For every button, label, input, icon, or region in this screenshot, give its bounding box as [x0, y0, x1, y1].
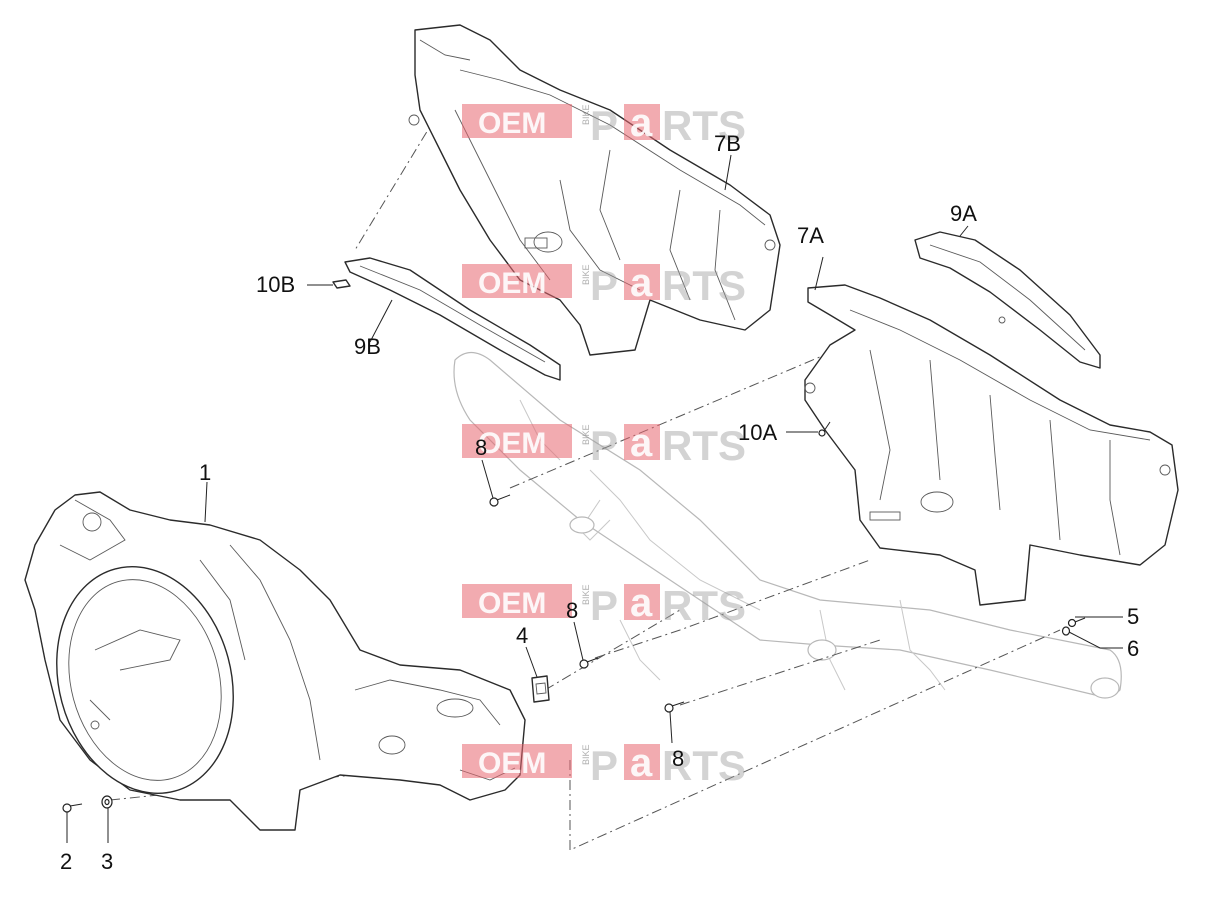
screw-2 — [62, 803, 83, 813]
callout-8-lower: 8 — [672, 746, 684, 771]
watermark-rts-text: RTS — [662, 262, 746, 309]
screw-8-lower — [664, 701, 685, 713]
watermark-oem-text: OEM — [478, 587, 546, 620]
watermark-bike-text: BIKE — [581, 424, 591, 445]
watermark-4: OEM BIKE P a RTS — [462, 581, 746, 629]
watermark-a-text: a — [630, 101, 653, 145]
watermark-a-text: a — [630, 741, 653, 785]
part-9b-trim-left — [344, 257, 561, 381]
screw-8-upper — [489, 494, 511, 507]
screw-10a — [818, 421, 831, 437]
part-1-handlebar-cover — [24, 491, 526, 831]
callout-8-upper: 8 — [475, 435, 487, 460]
watermark-oem-text: OEM — [478, 427, 546, 460]
part-4-speed-nut — [531, 675, 550, 703]
callout-2: 2 — [60, 849, 72, 874]
watermark-rts-text: RTS — [662, 742, 746, 789]
handlebar-frame-ghost — [453, 351, 1122, 699]
watermark-oem-text: OEM — [478, 267, 546, 300]
watermark-p-text: P — [590, 582, 618, 629]
callout-9a: 9A — [950, 201, 977, 226]
callout-7b: 7B — [714, 131, 741, 156]
watermark-1: OEM BIKE P a RTS — [462, 101, 746, 149]
screw-5 — [1067, 617, 1086, 628]
part-10b-clip — [332, 279, 351, 289]
callout-10a: 10A — [738, 420, 777, 445]
watermark-bike-text: BIKE — [581, 104, 591, 125]
watermark-p-text: P — [590, 422, 618, 469]
watermark-p-text: P — [590, 262, 618, 309]
screw-8-middle — [579, 657, 599, 669]
watermark-p-text: P — [590, 102, 618, 149]
callout-10b: 10B — [256, 272, 295, 297]
watermark-bike-text: BIKE — [581, 744, 591, 765]
callout-5: 5 — [1127, 604, 1139, 629]
callout-9b: 9B — [354, 334, 381, 359]
watermark-bike-text: BIKE — [581, 584, 591, 605]
callout-leaders — [66, 154, 1123, 843]
watermark-p-text: P — [590, 742, 618, 789]
watermark-oem-text: OEM — [478, 107, 546, 140]
washer-3 — [101, 795, 113, 809]
watermark-rts-text: RTS — [662, 422, 746, 469]
washer-6 — [1061, 626, 1071, 636]
screws — [62, 421, 1086, 813]
callout-4: 4 — [516, 623, 528, 648]
watermark-a-text: a — [630, 421, 653, 465]
watermark-oem-text: OEM — [478, 747, 546, 780]
watermark-bike-text: BIKE — [581, 264, 591, 285]
callout-labels: 1 2 3 4 5 6 7A 7B 8 8 8 9A 9B 10A 10B — [60, 131, 1139, 874]
watermark-rts-text: RTS — [662, 582, 746, 629]
callout-3: 3 — [101, 849, 113, 874]
part-7a-rear-cover-right — [804, 284, 1179, 606]
watermark-a-text: a — [630, 581, 653, 625]
callout-6: 6 — [1127, 636, 1139, 661]
watermark-5: OEM BIKE P a RTS — [462, 741, 746, 789]
callout-7a: 7A — [797, 223, 824, 248]
callout-1: 1 — [199, 460, 211, 485]
watermark-2: OEM BIKE P a RTS — [462, 261, 746, 309]
callout-8-middle: 8 — [566, 598, 578, 623]
part-9a-trim-right — [914, 231, 1101, 369]
watermark-rts-text: RTS — [662, 102, 746, 149]
watermark-3: OEM BIKE P a RTS — [462, 421, 746, 469]
watermark-a-text: a — [630, 261, 653, 305]
